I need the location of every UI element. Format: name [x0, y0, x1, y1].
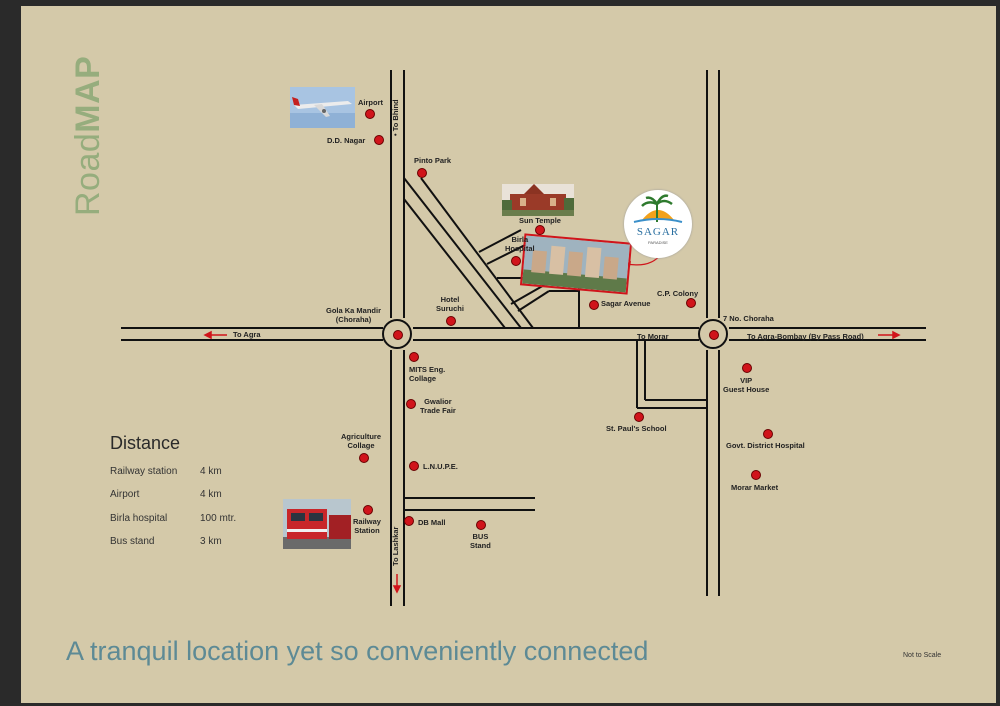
not-to-scale-note: Not to Scale [903, 652, 942, 659]
project-building-photo [519, 233, 633, 295]
marker-agriculture-collage [359, 453, 369, 463]
place-db-mall: DB Mall [418, 518, 446, 527]
gola-roundabout [382, 319, 412, 349]
place-agri-line2: Collage [347, 441, 375, 450]
logo-subtitle: PARADISE [648, 240, 668, 245]
marker-mits [409, 352, 419, 362]
place-gwalior-line2: Trade Fair [420, 406, 456, 415]
place-bus-line2: Stand [470, 541, 491, 550]
marker-st-pauls-school [634, 412, 644, 422]
place-morar-market: Morar Market [731, 483, 779, 492]
marker-gola-ka-mandir [393, 330, 403, 340]
place-7-no-choraha: 7 No. Choraha [723, 314, 774, 323]
place-vip-line1: VIP [740, 376, 753, 385]
map-title: RoadMAP [69, 56, 108, 216]
sun-temple-photo [502, 184, 574, 216]
marker-morar-market [751, 470, 761, 480]
arrow-west-head [203, 330, 212, 340]
marker-airport [365, 109, 375, 119]
road-edge [478, 229, 522, 253]
place-govt-district-hospital: Govt. District Hospital [726, 441, 805, 450]
road-network [121, 70, 926, 606]
distance-value: 4 km [200, 466, 222, 477]
distance-place: Railway station [110, 466, 178, 477]
place-rail-line2: Station [354, 526, 380, 535]
place-agri-line1: Agriculture [341, 432, 382, 441]
place-mits: MITS Eng.Collage [409, 365, 445, 383]
map-title-light: Road [69, 132, 107, 216]
place-sun-temple: Sun Temple [519, 216, 561, 225]
marker-railway-station [363, 505, 373, 515]
marker-sagar-avenue [589, 300, 599, 310]
place-pinto-park: Pinto Park [414, 156, 452, 165]
distance-value: 3 km [200, 536, 222, 547]
road-edge [517, 290, 550, 312]
marker-birla-hospital [511, 256, 521, 266]
marker-cp-colony [686, 298, 696, 308]
marker-dd-nagar [374, 135, 384, 145]
marker-pinto-park [417, 168, 427, 178]
map-title-bold: MAP [69, 55, 107, 133]
distance-place: Bus stand [110, 536, 155, 547]
marker-sun-temple [535, 225, 545, 235]
place-gwalior-line1: Gwalior [424, 397, 452, 406]
place-lnupe: L.N.U.P.E. [423, 462, 458, 471]
road-edge [403, 177, 522, 329]
place-birla-hospital-line1: Birla [511, 235, 529, 244]
train-photo [283, 499, 351, 549]
road-map: RoadMAP [21, 6, 996, 703]
place-cp-colony: C.P. Colony [657, 289, 699, 298]
road-label-to-lashkar: To Lashkar [391, 526, 400, 566]
distance-value: 4 km [200, 489, 222, 500]
marker-vip-guest-house [742, 363, 752, 373]
place-gola-line2: (Choraha) [335, 315, 372, 324]
place-airport: Airport [358, 98, 383, 107]
place-mits-line2: Collage [409, 374, 437, 383]
place-gola-line1: Gola Ka Mandir [326, 306, 382, 315]
road-label-to-agra-bombay: To Agra-Bombay (By Pass Road) [747, 332, 864, 341]
place-dd-nagar: D.D. Nagar [327, 136, 366, 145]
distance-place: Airport [110, 489, 140, 500]
place-sagar-avenue: Sagar Avenue [601, 299, 651, 308]
marker-hotel-suruchi [446, 316, 456, 326]
place-st-pauls-school: St. Paul's School [606, 424, 667, 433]
place-hotel-line2: Suruchi [436, 304, 464, 313]
road-label-to-bhind: • To Bhind [391, 99, 400, 136]
choraha-roundabout [698, 319, 728, 349]
place-mits-line1: MITS Eng. [409, 365, 446, 374]
sagar-logo: SAGAR PARADISE [624, 190, 692, 258]
road-label-to-agra: To Agra [233, 330, 261, 339]
marker-gwalior-trade-fair [406, 399, 416, 409]
marker-govt-district-hospital [763, 429, 773, 439]
distance-title: Distance [110, 433, 181, 453]
tagline: A tranquil location yet so conveniently … [66, 636, 649, 666]
place-gola-ka-mandir: Gola Ka Mandir(Choraha) [326, 306, 381, 324]
marker-bus-stand [476, 520, 486, 530]
place-bus-line1: BUS [472, 532, 489, 541]
airplane-photo [290, 87, 355, 128]
arrow-south-head [392, 585, 402, 594]
place-hotel-line1: Hotel [440, 295, 460, 304]
road-edge [510, 283, 547, 305]
road-edge [486, 241, 532, 265]
place-birla-hospital-line2: Hospital [505, 244, 535, 253]
marker-db-mall [404, 516, 414, 526]
road-edge [403, 198, 506, 329]
distance-value: 100 mtr. [200, 513, 237, 524]
place-vip-line2: Guest House [723, 385, 770, 394]
distance-place: Birla hospital [110, 513, 168, 524]
road-label-to-morar: To Morar [637, 332, 669, 341]
place-rail-line1: Railway [353, 517, 381, 526]
arrow-east-head [892, 330, 901, 340]
marker-7-no-choraha [709, 330, 719, 340]
marker-lnupe [409, 461, 419, 471]
logo-name: SAGAR [636, 226, 680, 238]
